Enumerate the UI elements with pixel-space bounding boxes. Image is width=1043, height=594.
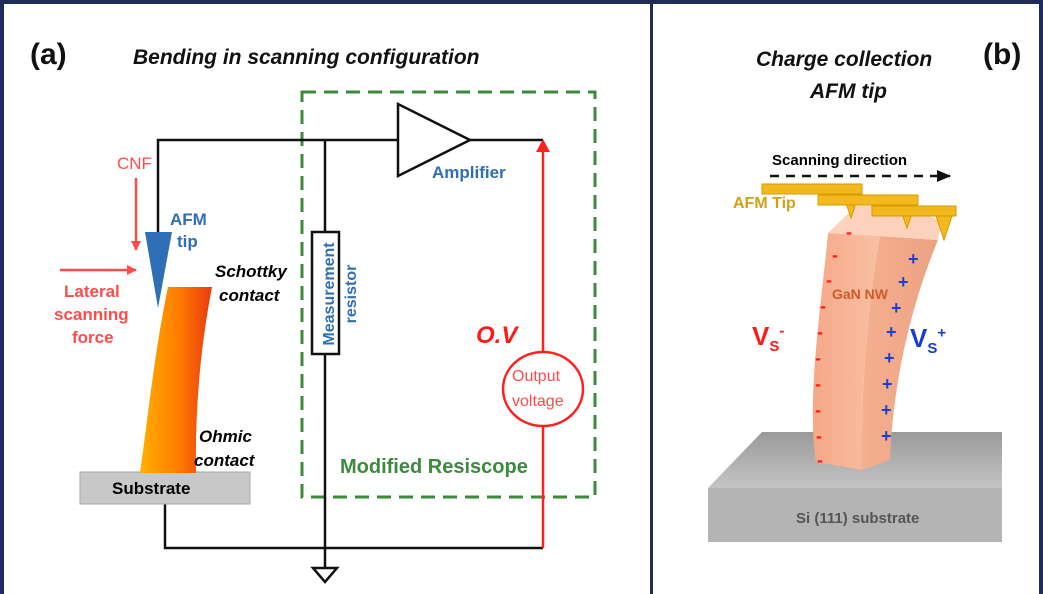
minus-sign: - (815, 400, 821, 420)
afm-cantilevers (761, 183, 957, 242)
scanning-direction-label: Scanning direction (772, 152, 908, 169)
minus-sign: - (816, 426, 822, 446)
panel-a-letter: (a) (30, 38, 67, 71)
output-voltage-circle (501, 350, 585, 428)
ov-label: O.V (476, 322, 518, 349)
panel-a-title: Bending in scanning configuration (133, 46, 480, 69)
minus-sign: - (815, 374, 821, 394)
minus-sign: - (820, 296, 826, 316)
minus-sign: - (817, 322, 823, 342)
lateral-label-line3: force (72, 328, 114, 347)
si-substrate-front (708, 488, 1002, 542)
substrate-label-a: Substrate (112, 479, 191, 498)
amplifier-triangle (396, 101, 473, 179)
vs-minus-sup: - (779, 322, 785, 340)
measurement-resistor (310, 230, 341, 356)
lateral-label-line1: Lateral (64, 282, 120, 301)
vs-minus-sub: S (769, 338, 780, 356)
modified-resiscope-label: Modified Resiscope (340, 456, 528, 478)
resiscope-box (300, 90, 597, 499)
vs-plus-label: VS+ (910, 323, 947, 358)
plus-sign: + (881, 400, 892, 420)
vs-plus-sup: + (937, 324, 947, 342)
plus-sign: + (908, 249, 919, 269)
ground-symbol (310, 566, 340, 584)
si-substrate-label: Si (111) substrate (796, 510, 920, 527)
schottky-label-line1: Schottky (215, 262, 287, 281)
output-arrowhead (536, 139, 550, 152)
panel-b-title-line1: Charge collection (756, 48, 933, 71)
minus-sign: - (815, 348, 821, 368)
minus-sign: - (817, 450, 823, 470)
vs-minus-base: V (752, 321, 770, 351)
afm-tip-label-line1: AFM (170, 210, 207, 229)
ohmic-label-line1: Ohmic (199, 427, 252, 446)
gan-nw-label: GaN NW (832, 286, 888, 302)
minus-sign: - (846, 222, 852, 242)
cnf-nanofiber (140, 287, 212, 473)
plus-sign: + (886, 322, 897, 342)
amplifier-label: Amplifier (432, 163, 506, 182)
afm-tip-triangle (145, 232, 172, 308)
panel-b-letter: (b) (983, 38, 1022, 71)
minus-sign: - (826, 270, 832, 290)
gan-nanowire-right (861, 236, 938, 470)
plus-sign: + (881, 426, 892, 446)
plus-sign: + (898, 272, 909, 292)
measurement-label-line1: Measurement (320, 242, 338, 346)
afm-tip-label-b: AFM Tip (733, 195, 796, 212)
cnf-label: CNF (117, 154, 152, 173)
plus-sign: + (882, 374, 893, 394)
panel-divider (650, 0, 653, 594)
substrate-block-a (79, 471, 251, 505)
vs-minus-label: VS- (752, 321, 785, 356)
vs-plus-sub: S (927, 340, 938, 358)
plus-sign: + (884, 348, 895, 368)
minus-sign: - (832, 245, 838, 265)
output-voltage-line1: Output (512, 368, 561, 385)
schottky-label-line2: contact (219, 286, 280, 305)
panel-b-title-line2: AFM tip (810, 80, 887, 103)
measurement-label-line2: resistor (342, 264, 360, 324)
plus-sign: + (891, 298, 902, 318)
vs-plus-base: V (910, 323, 928, 353)
afm-tip-label-line2: tip (177, 232, 198, 251)
lateral-label-line2: scanning (54, 305, 129, 324)
gan-nanowire-left (812, 233, 880, 470)
ohmic-label-line2: contact (194, 451, 255, 470)
output-voltage-line2: voltage (512, 393, 564, 410)
